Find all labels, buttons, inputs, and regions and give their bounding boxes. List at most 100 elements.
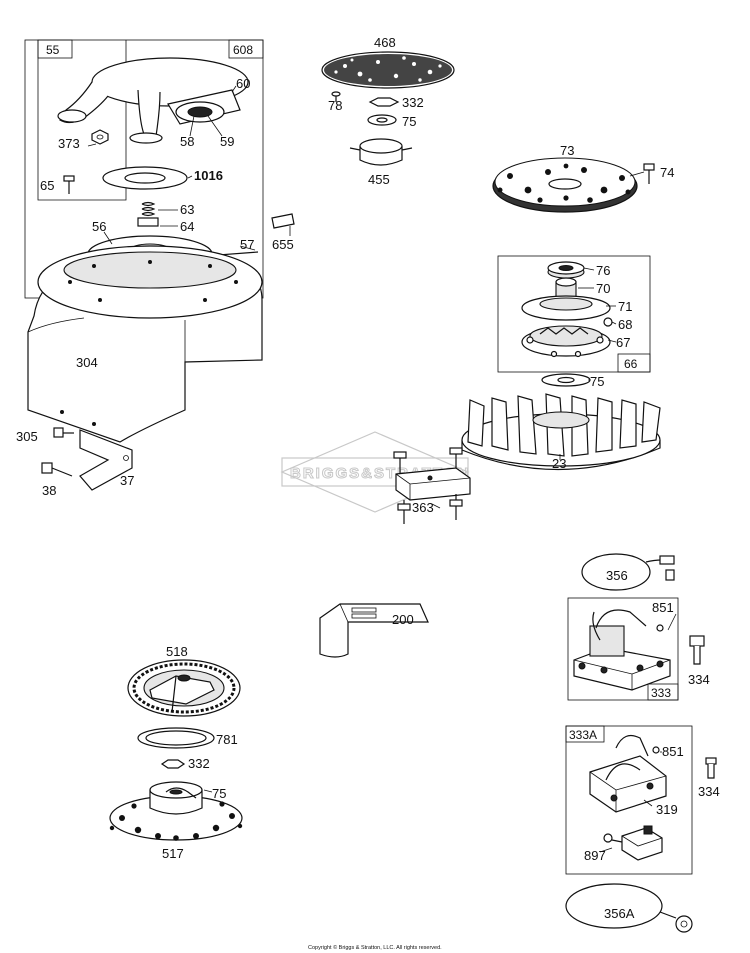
blower-housing-304 <box>27 245 263 443</box>
starter-housing <box>57 57 249 144</box>
label-67: 67 <box>616 335 630 350</box>
label-334: 334 <box>688 672 710 687</box>
label-78: 78 <box>328 98 342 113</box>
group-66-label: 66 <box>624 357 638 371</box>
nut-332b-icon <box>160 759 186 769</box>
screw-334b-icon <box>705 757 717 779</box>
label-655: 655 <box>272 237 294 252</box>
label-59: 59 <box>220 134 234 149</box>
label-332: 332 <box>402 95 424 110</box>
label-517: 517 <box>162 846 184 861</box>
label-57: 57 <box>240 237 254 252</box>
label-356: 356 <box>606 568 628 583</box>
label-319: 319 <box>656 802 678 817</box>
label-518: 518 <box>166 644 188 659</box>
screen-517-icon <box>109 781 243 841</box>
label-334b: 334 <box>698 784 720 799</box>
group-66-box <box>497 255 651 373</box>
label-332b: 332 <box>188 756 210 771</box>
label-851b: 851 <box>662 744 684 759</box>
label-304: 304 <box>76 355 98 370</box>
label-56: 56 <box>92 219 106 234</box>
label-64: 64 <box>180 219 194 234</box>
cup-455-icon <box>349 138 413 166</box>
label-363: 363 <box>412 500 434 515</box>
group-55-box <box>37 40 127 201</box>
screw-38-icon <box>41 462 73 477</box>
label-68: 68 <box>618 317 632 332</box>
label-58: 58 <box>180 134 194 149</box>
module-897-icon <box>603 825 663 861</box>
wire-356-icon <box>581 553 675 591</box>
screw-74-icon <box>643 163 655 184</box>
label-75b: 75 <box>590 374 604 389</box>
label-71: 71 <box>618 299 632 314</box>
screen-468-icon <box>321 51 455 89</box>
label-37: 37 <box>120 473 134 488</box>
label-76: 76 <box>596 263 610 278</box>
label-200: 200 <box>392 612 414 627</box>
seal-76-icon <box>547 261 585 279</box>
washer-75-icon <box>367 114 397 126</box>
ball-68-icon <box>603 317 613 327</box>
screw-78-icon <box>331 91 341 102</box>
group-55-tag <box>37 39 73 59</box>
label-897: 897 <box>584 848 606 863</box>
spring-63-icon <box>137 201 159 227</box>
screw-334a-icon <box>689 635 705 665</box>
label-373: 373 <box>58 136 80 151</box>
group-608-tag <box>228 39 264 59</box>
label-468: 468 <box>374 35 396 50</box>
label-1016: 1016 <box>194 168 223 183</box>
clutch-67-icon <box>521 325 611 358</box>
label-851: 851 <box>652 600 674 615</box>
clutch-group-66: 66 <box>497 255 651 373</box>
armature-group-333: 333 <box>567 597 679 701</box>
cup-71-icon <box>521 295 611 321</box>
group-66-tag <box>617 353 651 373</box>
group-333-tag <box>647 683 679 701</box>
label-63: 63 <box>180 202 194 217</box>
armature-333-icon <box>573 609 671 691</box>
leader-lines <box>87 85 677 853</box>
label-75c: 75 <box>212 786 226 801</box>
group-608-label: 608 <box>233 43 253 57</box>
label-455: 455 <box>368 172 390 187</box>
washer-1016-icon <box>102 166 188 190</box>
group-333a-label: 333A <box>569 728 597 742</box>
label-70: 70 <box>596 281 610 296</box>
label-73: 73 <box>560 143 574 158</box>
group-55-label: 55 <box>46 43 60 57</box>
washer-781-icon <box>137 727 215 749</box>
washer-75b-icon <box>541 373 591 387</box>
label-38: 38 <box>42 483 56 498</box>
label-305: 305 <box>16 429 38 444</box>
label-781: 781 <box>216 732 238 747</box>
label-74: 74 <box>660 165 674 180</box>
group-333a-tag <box>565 725 605 743</box>
nut-332-icon <box>368 97 400 107</box>
wire-356a-icon <box>565 883 693 933</box>
screw-305-icon <box>53 427 74 438</box>
screen-518-icon <box>127 659 241 717</box>
label-23: 23 <box>552 456 566 471</box>
screw-65-icon <box>63 175 75 194</box>
armature-group-333a: 333A <box>565 725 693 875</box>
brake-363-icon <box>393 447 471 524</box>
screen-73-icon <box>492 157 638 213</box>
group-333a-box <box>565 725 693 875</box>
label-65: 65 <box>40 178 54 193</box>
flywheel-23-icon <box>461 393 661 471</box>
clip-655-icon <box>271 213 295 229</box>
group-333-box <box>567 597 679 701</box>
baffle-200-icon <box>319 603 429 658</box>
group-333-label: 333 <box>651 686 671 700</box>
bracket-37-icon <box>79 429 133 491</box>
armature-333a-icon <box>589 735 667 813</box>
part-labels: 468 78 332 75 455 73 74 60 373 58 59 101… <box>16 35 720 921</box>
label-60: 60 <box>236 76 250 91</box>
nut-icon <box>91 129 109 145</box>
copyright-text: Copyright © Briggs & Stratton, LLC. All … <box>308 944 442 951</box>
label-75: 75 <box>402 114 416 129</box>
